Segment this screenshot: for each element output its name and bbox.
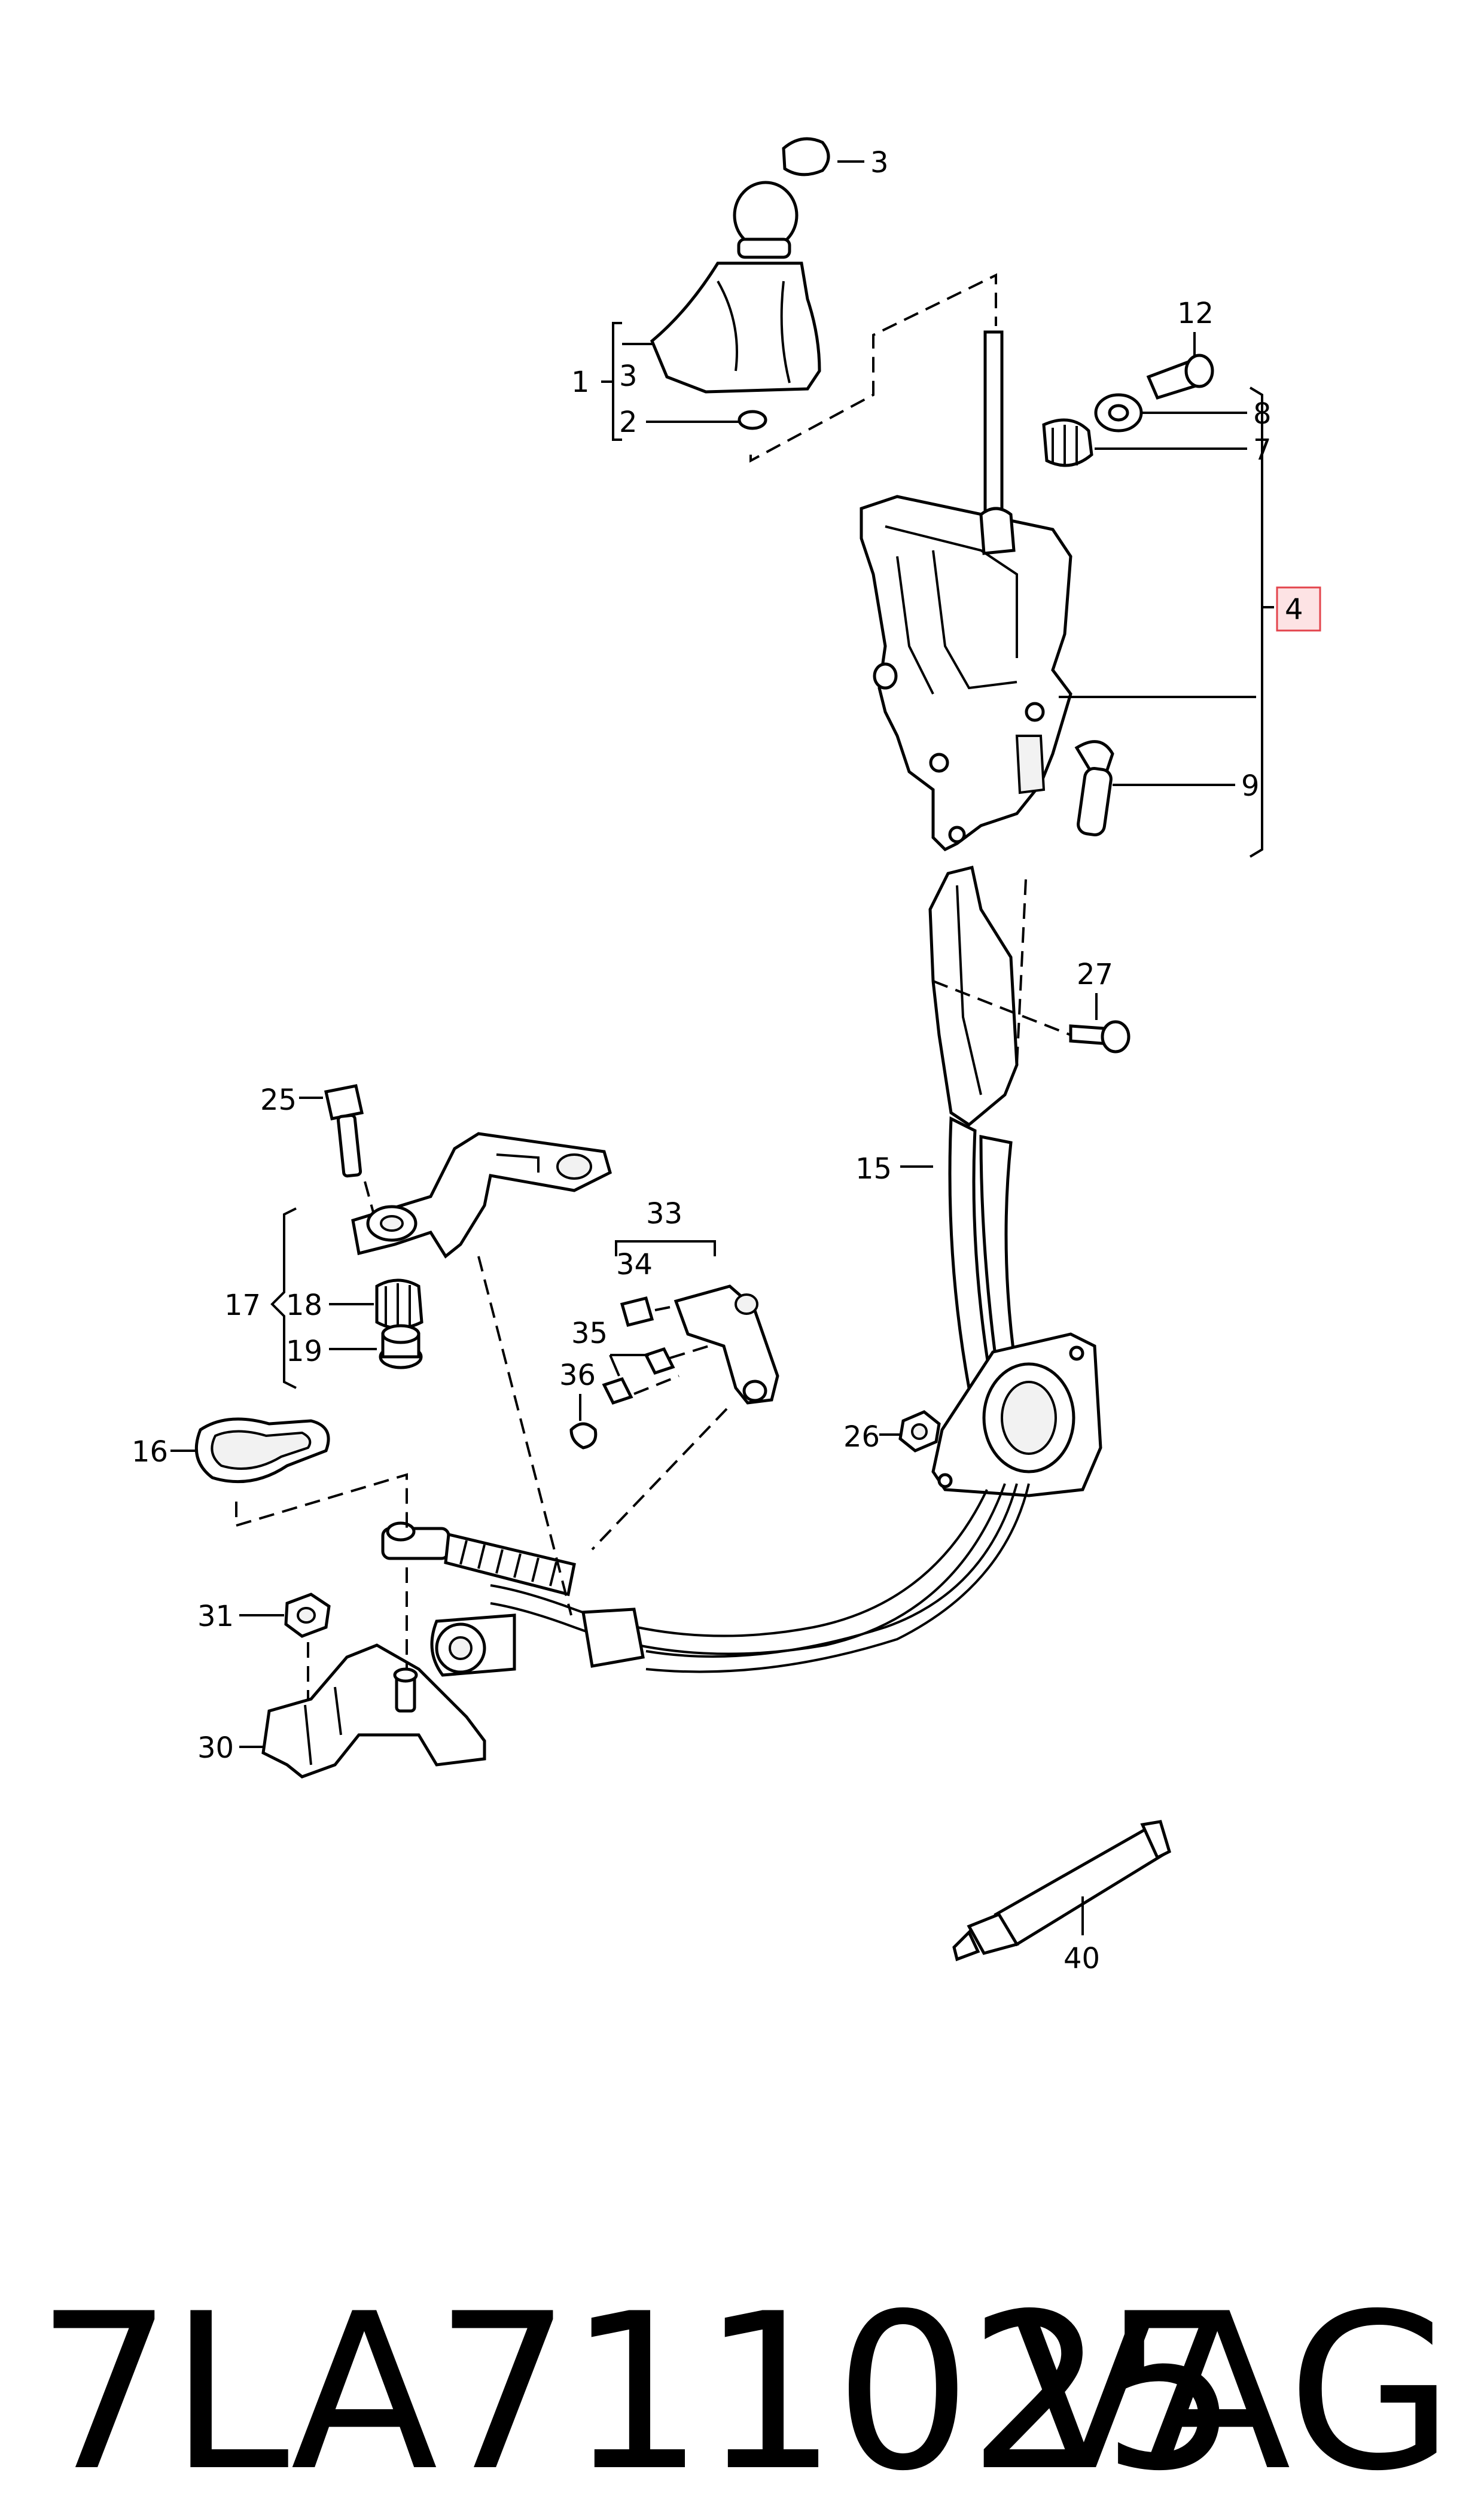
gear-knob-boot-part xyxy=(650,181,821,394)
callout-12: 12 xyxy=(1177,297,1214,330)
grease-tube-40-part xyxy=(952,1820,1171,1962)
clip-36-part xyxy=(569,1422,598,1450)
cable-bracket-33-part xyxy=(674,1284,779,1405)
gearshift-housing-part xyxy=(860,495,1072,852)
sleeve-19-part xyxy=(379,1324,423,1369)
callout-1: 1 xyxy=(571,366,590,399)
callout-4-highlight xyxy=(1276,586,1321,632)
callout-18: 18 xyxy=(286,1289,322,1322)
gasket-16-part xyxy=(194,1417,330,1484)
shift-rod xyxy=(983,330,1004,513)
callout-33: 33 xyxy=(646,1197,682,1231)
callout-9: 9 xyxy=(1241,769,1260,803)
callout-35: 35 xyxy=(571,1317,608,1350)
cap-34-part xyxy=(620,1296,654,1327)
washer-8-part xyxy=(1094,393,1143,433)
bush-7-part xyxy=(1042,418,1093,467)
cable-end-9-part xyxy=(1074,740,1114,836)
callout-25: 25 xyxy=(260,1083,297,1117)
callout-36: 36 xyxy=(559,1359,596,1392)
rubber-bush-18-part xyxy=(375,1278,423,1330)
footer: 7LA711025 VAG xyxy=(0,2273,1484,2518)
clip-ring-part xyxy=(738,410,767,430)
nut-31-part xyxy=(284,1593,331,1638)
callout-30: 30 xyxy=(197,1731,234,1765)
callout-19: 19 xyxy=(286,1335,322,1368)
callout-2: 2 xyxy=(619,406,638,439)
mounting-bracket-30-part xyxy=(261,1643,486,1779)
callout-40: 40 xyxy=(1064,1942,1100,1975)
bolt-12-part xyxy=(1146,354,1214,400)
part-number-text: 7LA711025 xyxy=(36,2267,1238,2518)
brand-text: VAG xyxy=(1010,2267,1454,2518)
lever-bracket-17-part xyxy=(351,1132,612,1259)
callout-31: 31 xyxy=(197,1600,234,1633)
nut-26-part xyxy=(898,1410,941,1453)
callout-3-top: 3 xyxy=(870,146,889,179)
parts-diagram: 3 1 3 2 12 8 7 xyxy=(132,137,1321,1975)
knob-cap-part xyxy=(782,137,864,176)
callout-34: 34 xyxy=(616,1248,653,1281)
bush-35-part xyxy=(602,1347,675,1405)
bolt-25-part xyxy=(324,1084,364,1178)
callout-15: 15 xyxy=(855,1152,892,1186)
cable-assembly-15-part xyxy=(381,865,1102,1677)
callout-17: 17 xyxy=(224,1289,261,1322)
callout-27: 27 xyxy=(1077,958,1113,991)
callout-26: 26 xyxy=(843,1420,880,1454)
screw-27-part xyxy=(1069,1020,1130,1054)
callout-16: 16 xyxy=(132,1435,168,1469)
callout-3-left: 3 xyxy=(619,360,638,393)
exploded-view-drawing: 3 1 3 2 12 8 7 xyxy=(132,137,1321,1975)
callout-4: 4 xyxy=(1285,593,1303,626)
